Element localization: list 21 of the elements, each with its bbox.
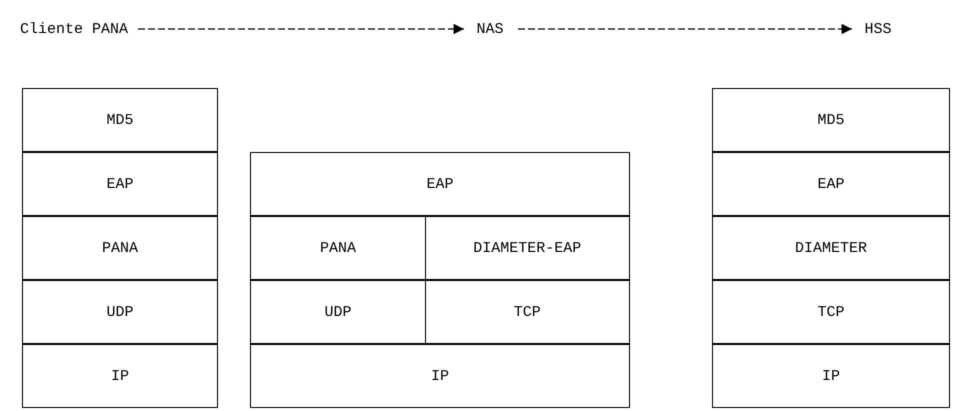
protocol-layer: IP	[712, 344, 950, 408]
protocol-layer: UDP	[22, 280, 218, 344]
protocol-layer: EAP	[712, 152, 950, 216]
protocol-layer: PANA	[22, 216, 218, 280]
protocol-layer: DIAMETER	[712, 216, 950, 280]
node-label: Cliente PANA	[18, 16, 130, 42]
protocol-layer: IP	[250, 344, 630, 408]
protocol-layer: TCP	[424, 280, 630, 344]
protocol-layer: UDP	[250, 280, 426, 344]
arrow	[138, 24, 464, 34]
protocol-layer: DIAMETER-EAP	[424, 216, 630, 280]
protocol-layer: TCP	[712, 280, 950, 344]
protocol-layer: MD5	[712, 88, 950, 152]
protocol-layer: EAP	[22, 152, 218, 216]
protocol-layer: MD5	[22, 88, 218, 152]
protocol-layer: PANA	[250, 216, 426, 280]
protocol-layer: IP	[22, 344, 218, 408]
protocol-layer: EAP	[250, 152, 630, 216]
node-label: NAS	[470, 16, 510, 42]
node-label: HSS	[858, 16, 898, 42]
arrow	[518, 24, 852, 34]
